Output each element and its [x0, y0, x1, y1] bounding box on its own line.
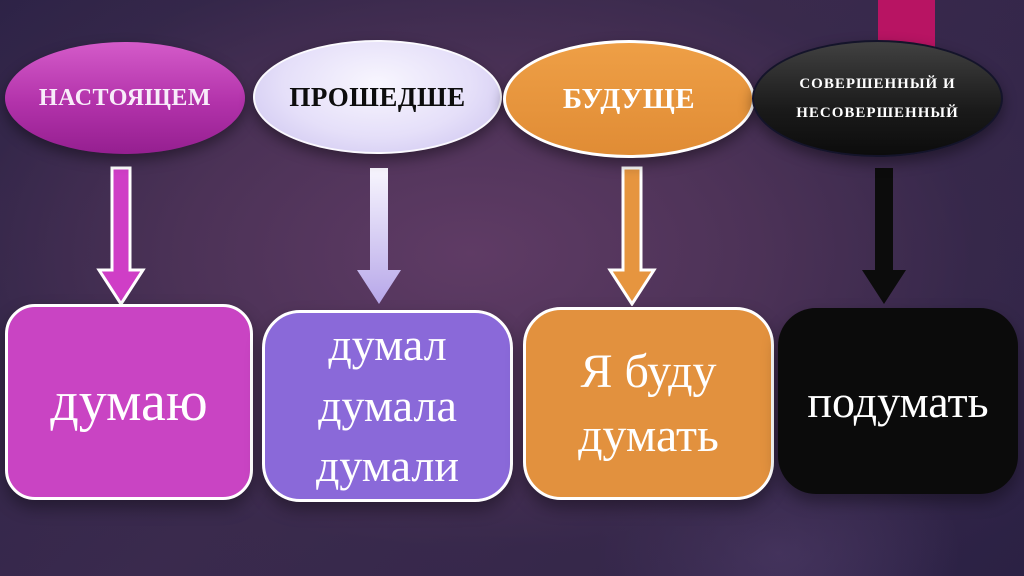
bubble-past-tense: ПРОШЕДШЕ: [253, 40, 502, 154]
down-arrow-icon: [607, 166, 657, 306]
card-present-text: думаю: [50, 370, 208, 434]
card-line: думать: [578, 408, 719, 462]
card-past-tense: думал думала думали: [262, 310, 513, 502]
card-aspect: подумать: [778, 308, 1018, 494]
card-line: подумать: [807, 375, 989, 427]
card-aspect-text: подумать: [807, 375, 988, 428]
bubble-future-tense: БУДУЩЕ: [503, 40, 755, 158]
card-line: думаю: [50, 371, 208, 433]
bubble-past-label: ПРОШЕДШЕ: [289, 81, 466, 112]
bubble-aspect-label: СОВЕРШЕННЫЙ И НЕСОВЕРШЕННЫЙ: [796, 76, 959, 121]
card-line: думали: [316, 440, 459, 492]
bubble-present-tense: НАСТОЯЩЕМ: [5, 42, 245, 154]
card-line: Я буду: [580, 345, 717, 399]
card-past-text: думал думала думали: [316, 315, 459, 497]
card-future-tense: Я буду думать: [523, 307, 774, 500]
card-future-text: Я буду думать: [578, 340, 719, 467]
bubble-future-label: БУДУЩЕ: [562, 82, 696, 115]
card-line: думал: [328, 318, 447, 370]
down-arrow-icon: [862, 168, 906, 304]
down-arrow-icon: [357, 168, 401, 304]
bubble-present-label: НАСТОЯЩЕМ: [38, 84, 212, 111]
bubble-aspect: СОВЕРШЕННЫЙ И НЕСОВЕРШЕННЫЙ: [752, 40, 1003, 157]
down-arrow-icon: [96, 166, 146, 306]
card-present-tense: думаю: [5, 304, 253, 500]
card-line: думала: [318, 379, 457, 431]
